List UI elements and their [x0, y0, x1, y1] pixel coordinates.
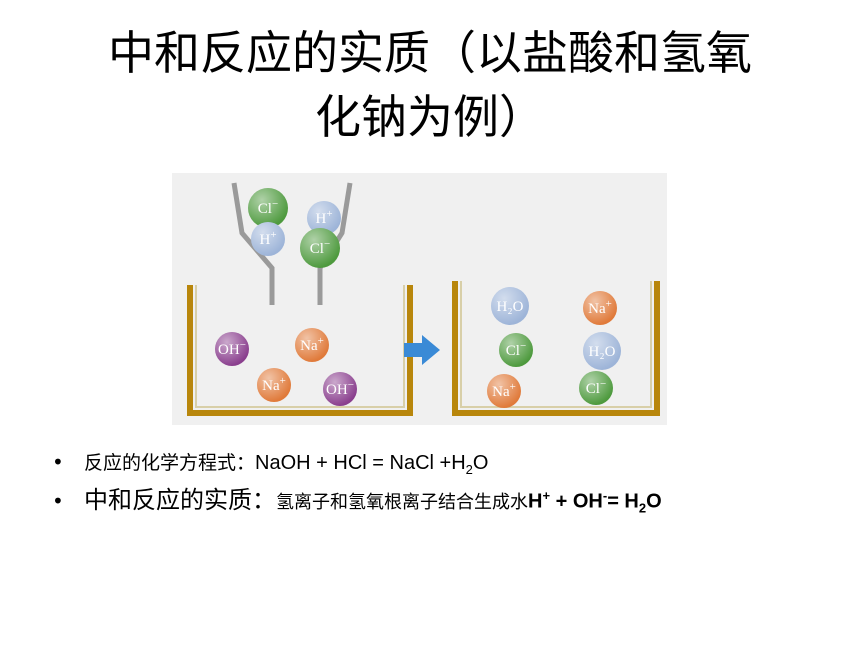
- slide-title-line2: 化钠为例）: [315, 90, 545, 144]
- ion-label: OH−: [326, 379, 354, 398]
- bullet-list: • 反应的化学方程式： NaOH + HCl = NaCl +H2O • 中和反…: [52, 448, 852, 516]
- essence-text: 氢离子和氢氧根离子结合生成水: [276, 492, 528, 513]
- ion-label: H₂O: [497, 299, 524, 315]
- bullet-essence: • 中和反应的实质： 氢离子和氢氧根离子结合生成水 H+ + OH-= H2O: [52, 480, 852, 516]
- slide-title-line1: 中和反应的实质（以盐酸和氢氧: [108, 26, 752, 80]
- ion-label: H₂O: [589, 344, 616, 360]
- reaction-arrow: [404, 335, 440, 365]
- equation-label: 反应的化学方程式：: [84, 452, 256, 474]
- bullet-dot: •: [52, 450, 64, 474]
- bullet-dot: •: [52, 489, 64, 513]
- ionic-equation: H+ + OH-= H2O: [528, 488, 662, 516]
- bullet-equation: • 反应的化学方程式： NaOH + HCl = NaCl +H2O: [52, 448, 852, 480]
- chemical-equation: NaOH + HCl = NaCl +H2O: [255, 452, 489, 477]
- right-beaker: [452, 281, 660, 416]
- ion-label: OH−: [218, 339, 246, 358]
- essence-label: 中和反应的实质：: [84, 486, 276, 514]
